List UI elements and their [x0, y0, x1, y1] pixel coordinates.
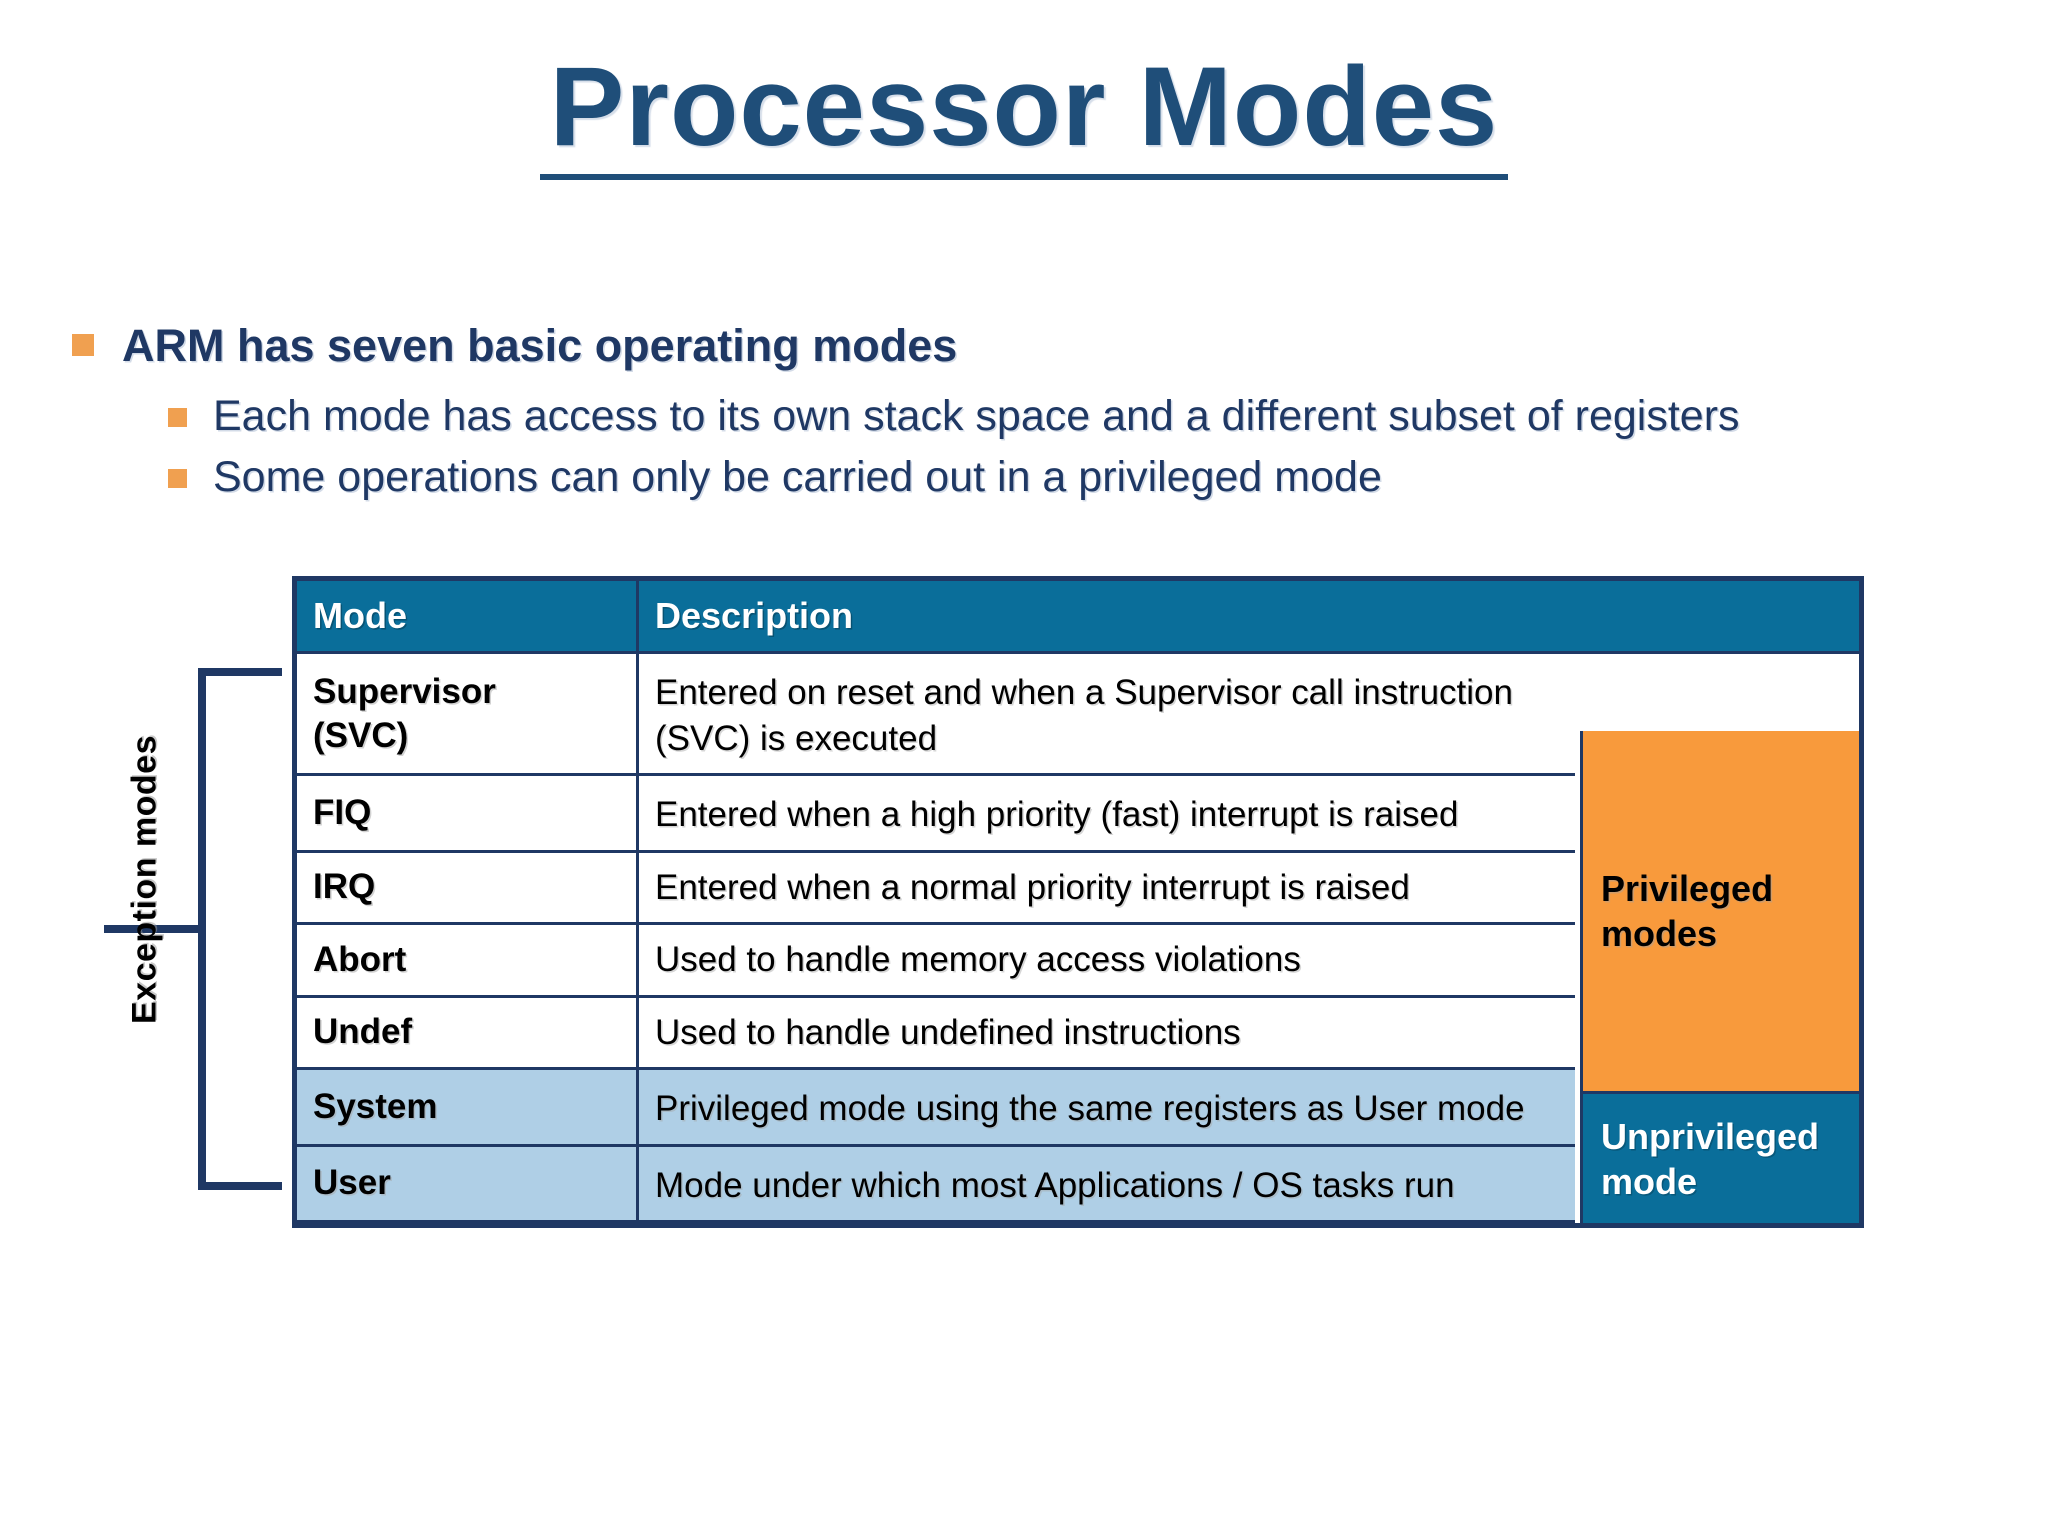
privileged-modes-label: Privileged modes: [1601, 868, 1774, 954]
unprivileged-mode-label: Unprivileged mode: [1601, 1115, 1820, 1202]
description-text: Used to handle undefined instructions: [655, 1012, 1241, 1052]
cell-mode: IRQ: [297, 852, 639, 925]
table-row: IRQ Entered when a normal priority inter…: [297, 852, 1859, 925]
table-row: Undef Used to handle undefined instructi…: [297, 997, 1859, 1070]
column-header-mode: Mode: [297, 581, 639, 654]
table-row: System Privileged mode using the same re…: [297, 1070, 1859, 1147]
cell-mode: User: [297, 1146, 639, 1223]
cell-description: Used to handle memory access violations: [639, 925, 1575, 998]
mode-name: IRQ: [313, 867, 376, 907]
mode-name: System: [313, 1086, 438, 1126]
cell-mode: System: [297, 1070, 639, 1147]
bracket-middle-stem: [104, 925, 204, 933]
cell-description: Mode under which most Applications / OS …: [639, 1146, 1575, 1223]
bracket-bottom-arm: [198, 1182, 282, 1190]
table-row: User Mode under which most Applications …: [297, 1146, 1859, 1223]
exception-modes-label: Exception modes: [125, 735, 164, 1025]
processor-modes-table: Mode Description Supervisor(SVC) Entered…: [292, 576, 1864, 1228]
mode-name-line1: Supervisor: [313, 671, 496, 711]
description-text: Entered on reset and when a Supervisor c…: [655, 673, 1513, 758]
table-header-row: Mode Description: [297, 581, 1859, 654]
mode-name: FIQ: [313, 792, 372, 832]
bullet-text: ARM has seven basic operating modes: [122, 320, 958, 371]
bullet-item-level2: Some operations can only be carried out …: [168, 453, 2048, 502]
table-row: FIQ Entered when a high priority (fast) …: [297, 776, 1859, 853]
bullet-square-icon: [168, 469, 187, 489]
mode-name: Abort: [313, 939, 407, 979]
cell-description: Entered on reset and when a Supervisor c…: [639, 654, 1575, 776]
cell-mode: FIQ: [297, 776, 639, 853]
exception-modes-bracket: Exception modes: [80, 660, 290, 1200]
table-row: Abort Used to handle memory access viola…: [297, 925, 1859, 998]
privileged-modes-cell: Privileged modes: [1580, 731, 1859, 1091]
bullet-square-icon: [168, 407, 187, 427]
bullet-item-level2: Each mode has access to its own stack sp…: [168, 392, 2048, 441]
mode-name: User: [313, 1163, 391, 1203]
mode-name: Undef: [313, 1012, 413, 1052]
cell-mode: Abort: [297, 925, 639, 998]
description-text: Entered when a high priority (fast) inte…: [655, 795, 1459, 834]
table-body: Supervisor(SVC) Entered on reset and whe…: [297, 654, 1859, 1223]
page-title: Processor Modes: [0, 48, 2048, 180]
description-text: Privileged mode using the same registers…: [655, 1089, 1525, 1128]
unprivileged-mode-cell: Unprivileged mode: [1580, 1091, 1859, 1223]
cell-mode: Undef: [297, 997, 639, 1070]
bullet-list: ARM has seven basic operating modes Each…: [0, 320, 2048, 515]
bullet-item-level1: ARM has seven basic operating modes: [72, 320, 2048, 372]
cell-description: Used to handle undefined instructions: [639, 997, 1575, 1070]
cell-description: Privileged mode using the same registers…: [639, 1070, 1575, 1147]
cell-description: Entered when a high priority (fast) inte…: [639, 776, 1575, 853]
cell-mode: Supervisor(SVC): [297, 654, 639, 776]
mode-name: Supervisor(SVC): [313, 670, 496, 758]
bullet-square-icon: [72, 334, 94, 356]
bracket-top-arm: [198, 668, 282, 676]
description-text: Entered when a normal priority interrupt…: [655, 867, 1410, 907]
table-row: Supervisor(SVC) Entered on reset and whe…: [297, 654, 1859, 776]
cell-description: Entered when a normal priority interrupt…: [639, 852, 1575, 925]
description-text: Used to handle memory access violations: [655, 940, 1301, 979]
description-text: Mode under which most Applications / OS …: [655, 1165, 1455, 1205]
bullet-text: Each mode has access to its own stack sp…: [213, 391, 1740, 440]
mode-name-line2: (SVC): [313, 715, 409, 755]
bullet-text: Some operations can only be carried out …: [213, 453, 1382, 502]
column-header-description: Description: [639, 581, 1859, 654]
page-title-text: Processor Modes: [539, 48, 1509, 180]
